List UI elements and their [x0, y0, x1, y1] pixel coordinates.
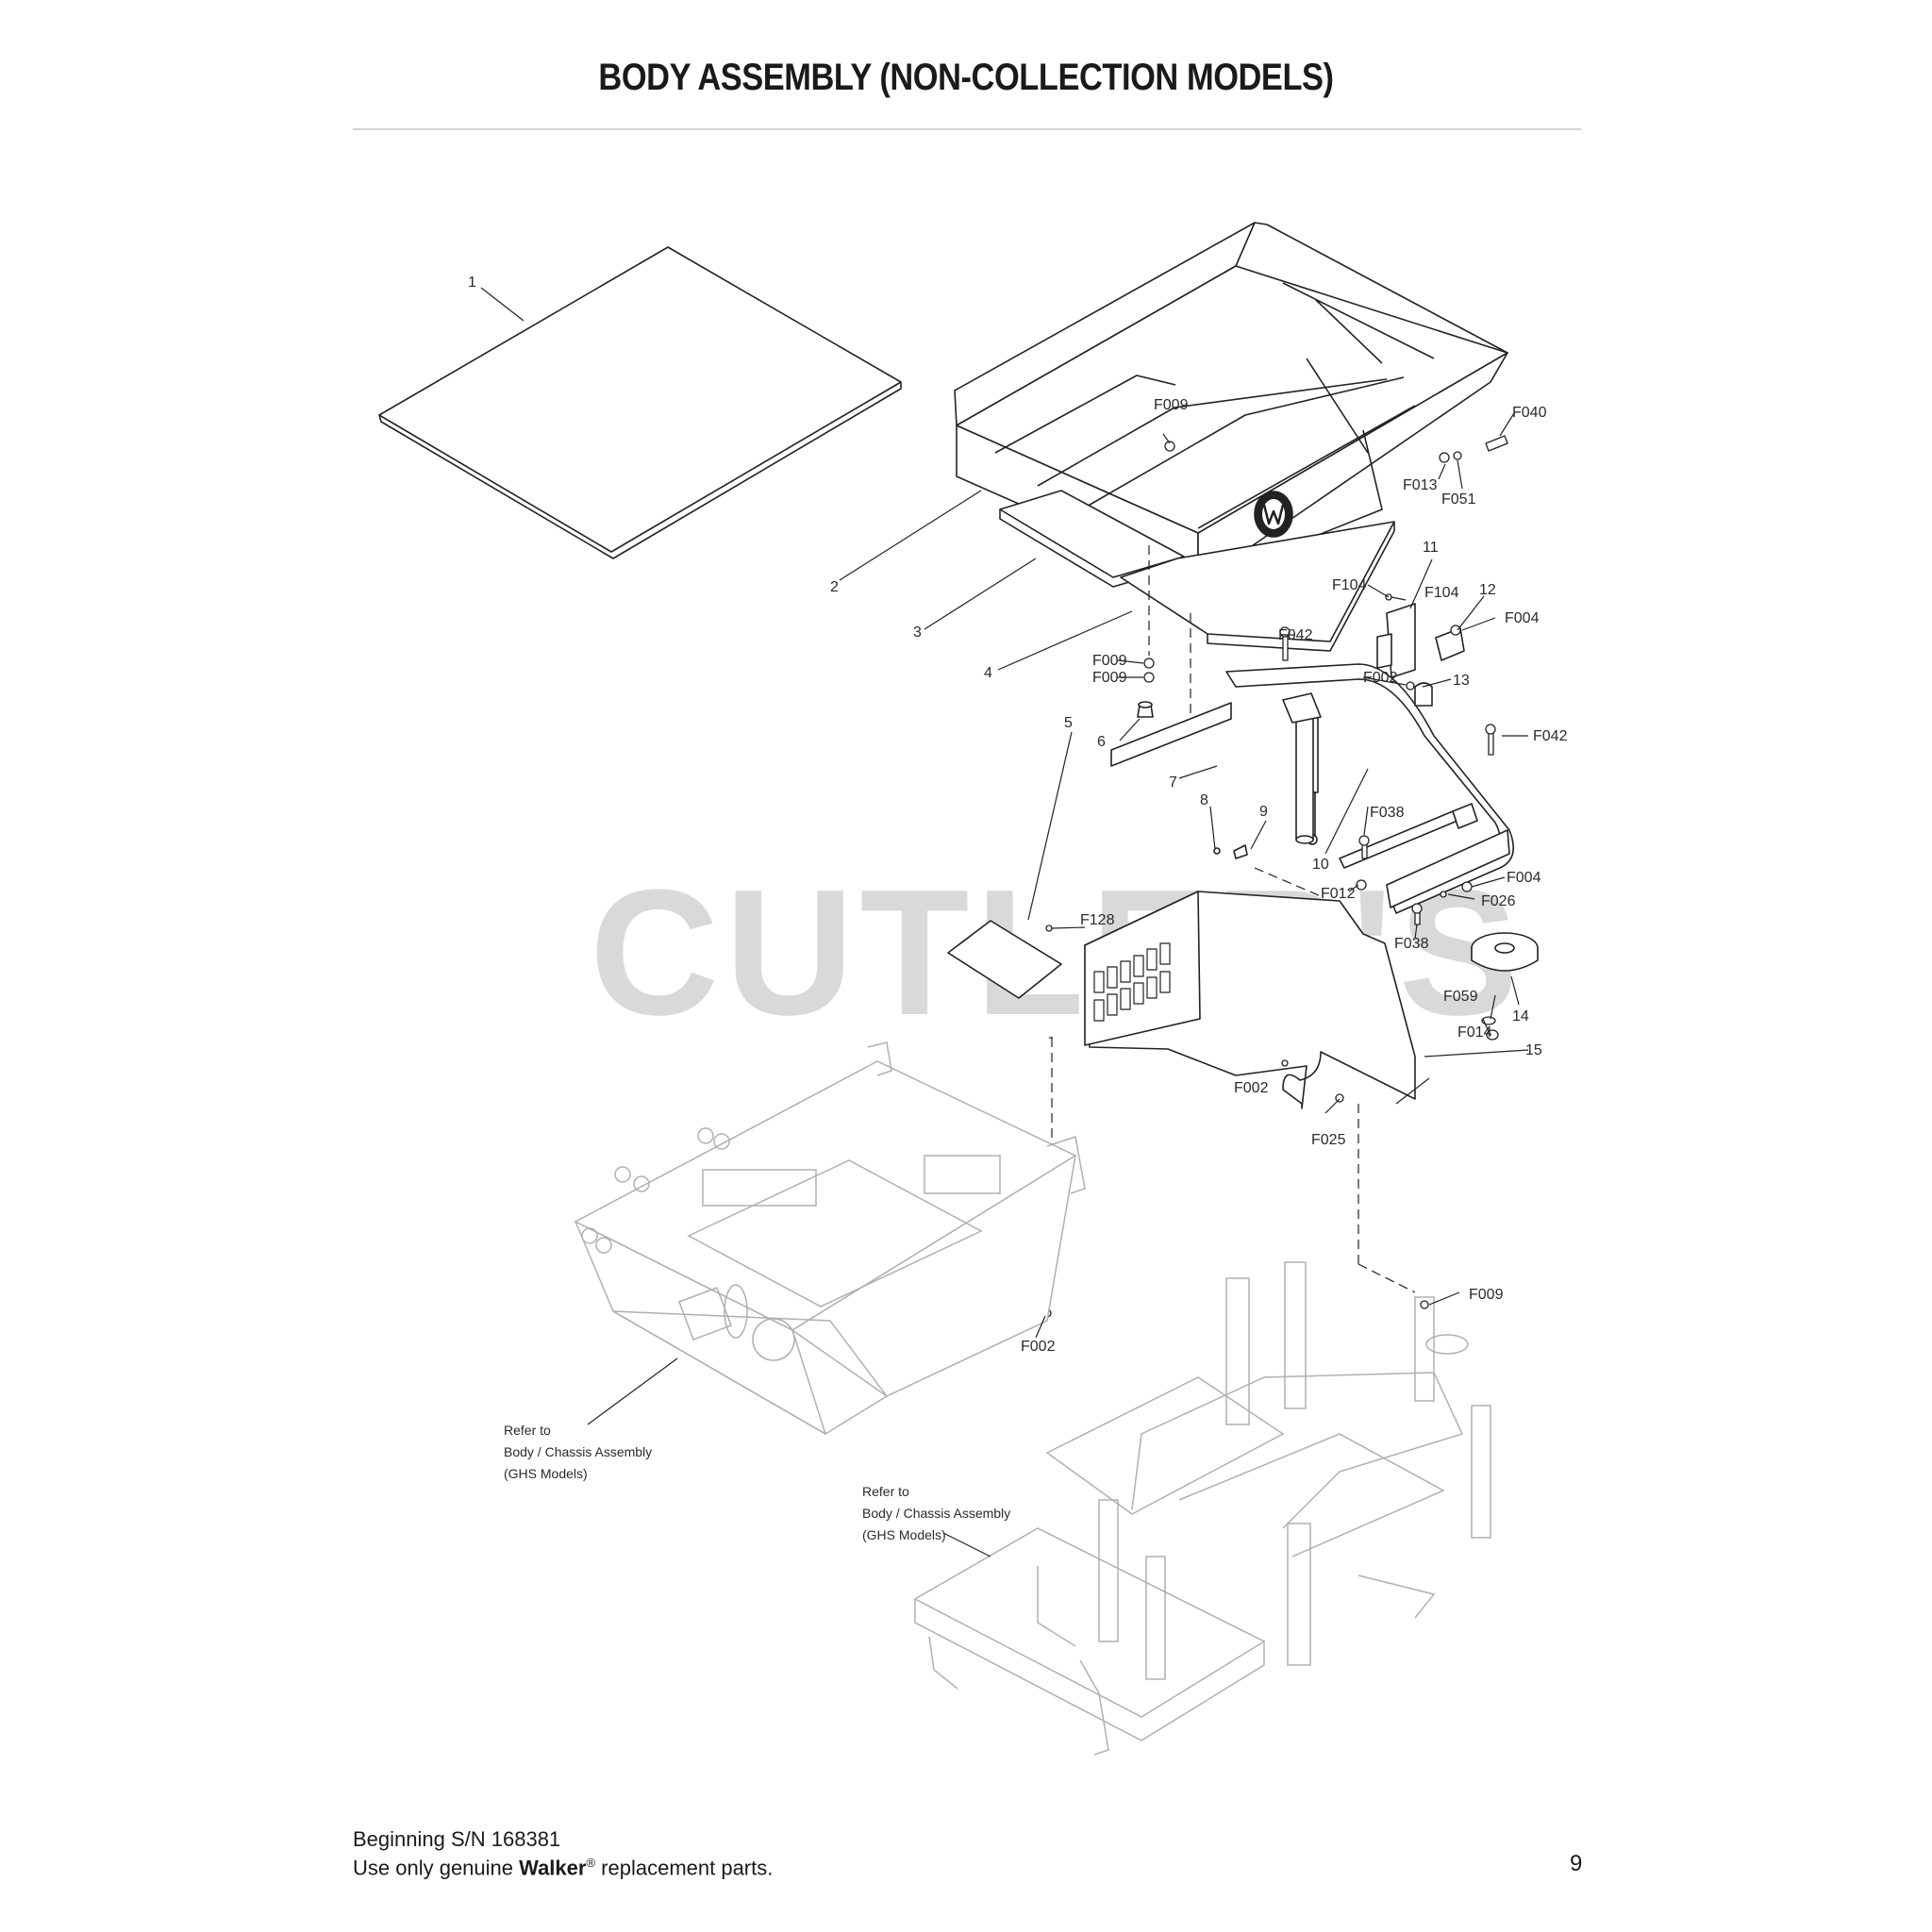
callout-9: 9: [1259, 804, 1268, 820]
callout-8: 8: [1200, 792, 1208, 808]
reference-note-right: Refer to Body / Chassis Assembly (GHS Mo…: [862, 1484, 1010, 1542]
callout-F040: F040: [1512, 405, 1547, 421]
callout-F025: F025: [1311, 1132, 1346, 1148]
page-number: 9: [1570, 1851, 1583, 1876]
callout-F014: F014: [1457, 1024, 1492, 1041]
part-8-9-fasteners: [1213, 844, 1248, 859]
reference-note-left: Refer to Body / Chassis Assembly (GHS Mo…: [504, 1423, 652, 1481]
callout-F042-right: F042: [1533, 728, 1568, 744]
callout-F059: F059: [1443, 989, 1478, 1005]
title-divider: [353, 128, 1581, 130]
part-2-hopper: [954, 222, 1508, 584]
svg-text:Body / Chassis Assembly: Body / Chassis Assembly: [862, 1506, 1010, 1521]
callout-F002-shroud: F002: [1234, 1080, 1269, 1096]
callout-11: 11: [1423, 540, 1439, 556]
callout-F009-b: F009: [1092, 670, 1127, 686]
part-14-wheel: [1471, 932, 1539, 972]
genuine-parts-note: Use only genuine Walker® replacement par…: [353, 1856, 774, 1880]
callout-F104-right: F104: [1424, 585, 1459, 601]
callout-F038-top: F038: [1370, 805, 1405, 821]
callout-F051: F051: [1441, 491, 1476, 508]
part-6-bumper: [1137, 701, 1154, 718]
chassis-frame-right: [913, 1261, 1491, 1756]
callout-12: 12: [1479, 582, 1496, 598]
callout-F002-bracket: F002: [1363, 670, 1398, 686]
callout-F009-top: F009: [1154, 397, 1189, 413]
callout-15: 15: [1525, 1042, 1542, 1058]
part-11-bracket: [1376, 603, 1416, 678]
svg-text:Body / Chassis Assembly: Body / Chassis Assembly: [504, 1444, 652, 1459]
callout-F042-mid: F042: [1278, 627, 1313, 643]
svg-text:Refer to: Refer to: [862, 1484, 909, 1499]
callout-14: 14: [1512, 1008, 1529, 1024]
callout-6: 6: [1097, 734, 1106, 750]
callout-F004-mid: F004: [1507, 870, 1541, 886]
callout-F128: F128: [1080, 912, 1115, 928]
callout-13: 13: [1453, 673, 1470, 689]
svg-text:(GHS Models): (GHS Models): [504, 1466, 588, 1481]
part-13-clip: [1414, 682, 1433, 707]
part-15-console-shroud: [1084, 891, 1416, 1109]
callout-1: 1: [468, 275, 476, 291]
callout-3: 3: [913, 625, 922, 641]
callout-F004-top: F004: [1505, 610, 1540, 626]
callout-F009-a: F009: [1092, 653, 1127, 669]
callout-labels: 1 2 3 4 5 6 7 8 9 10 11 12 13 14 15 F009…: [468, 275, 1568, 1355]
callout-F009-chassis: F009: [1469, 1287, 1504, 1303]
callout-F104-left: F104: [1332, 577, 1367, 593]
callout-2: 2: [830, 579, 839, 595]
registered-mark: ®: [586, 1856, 596, 1870]
brand-name: Walker: [519, 1856, 587, 1880]
callout-F026: F026: [1481, 893, 1516, 909]
callout-10: 10: [1312, 857, 1329, 873]
callout-5: 5: [1064, 715, 1073, 731]
callout-F013: F013: [1403, 477, 1438, 493]
part-1-panel: [378, 246, 902, 559]
page-title: BODY ASSEMBLY (NON-COLLECTION MODELS): [598, 57, 1334, 98]
part-5-cover-plate: [947, 920, 1062, 999]
chassis-body-left: [574, 1041, 1086, 1436]
part-4-slab: [1120, 521, 1395, 652]
svg-text:Refer to: Refer to: [504, 1423, 551, 1438]
part-10-frame: [1110, 663, 1515, 914]
callout-F012: F012: [1321, 886, 1356, 902]
serial-number-note: Beginning S/N 168381: [353, 1827, 561, 1851]
callout-F002-chassis: F002: [1021, 1339, 1056, 1355]
footer: Beginning S/N 168381 Use only genuine Wa…: [353, 1827, 773, 1879]
callout-7: 7: [1169, 774, 1177, 791]
callout-4: 4: [984, 665, 992, 681]
callout-F038-bottom: F038: [1394, 936, 1429, 952]
svg-text:(GHS Models): (GHS Models): [862, 1527, 946, 1542]
